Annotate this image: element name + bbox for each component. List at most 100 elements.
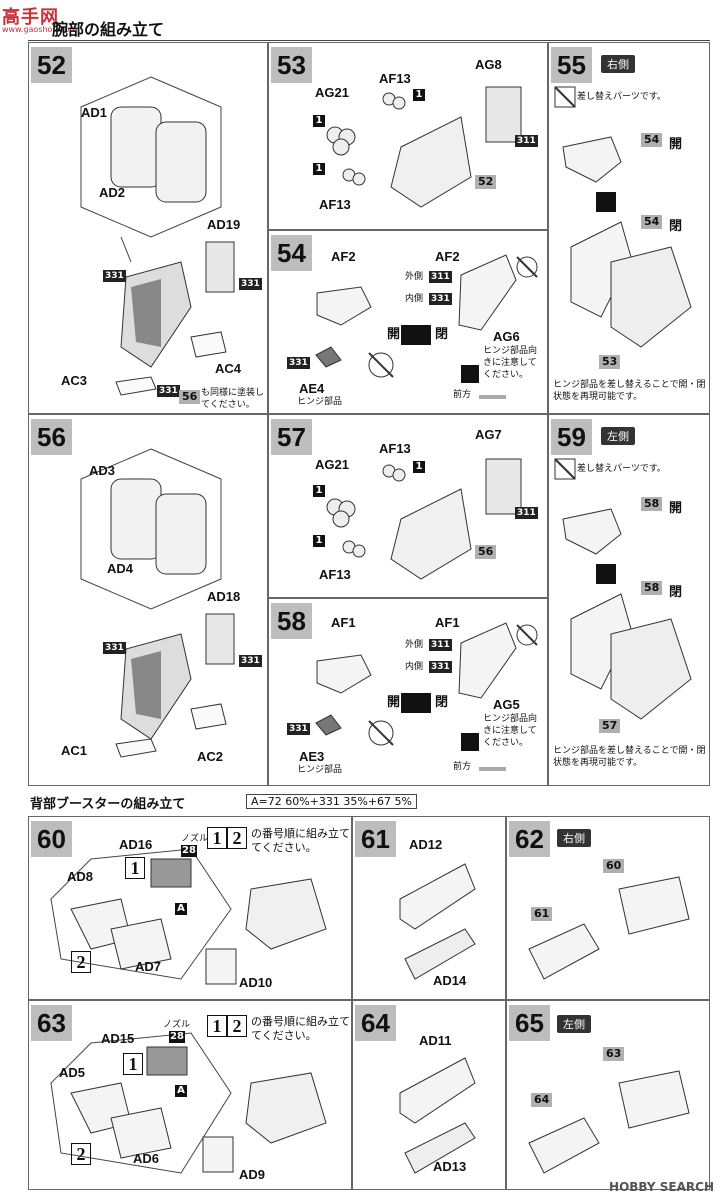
- part-label: AG8: [475, 57, 502, 72]
- part-label: AF13: [379, 71, 411, 86]
- side-badge: 左側: [557, 1015, 591, 1033]
- order-box-2: 2: [227, 827, 247, 849]
- step-number: 58: [271, 603, 312, 639]
- close-label: 閉: [669, 218, 683, 233]
- step-number: 53: [271, 47, 312, 83]
- part-label: AF1: [435, 615, 460, 630]
- part-label: AG5: [493, 697, 520, 712]
- step-63-panel: 63 AD15 ノズル 28 1 2 の番号順に組み立ててください。 1 AD5…: [28, 1000, 352, 1190]
- glue-marker: A: [175, 1085, 187, 1097]
- paint-code: 331: [429, 293, 452, 305]
- open-label: 開: [669, 500, 683, 515]
- part-label: AD16: [119, 837, 153, 852]
- site-logo: 高手网: [2, 7, 59, 28]
- front-label: 前方: [453, 390, 472, 400]
- glue-marker: A: [175, 903, 187, 915]
- open-label: 開: [387, 694, 401, 709]
- step-number: 57: [271, 419, 312, 455]
- replace-note: 差し替えパーツです。: [577, 464, 666, 474]
- part-label: AD13: [433, 1159, 467, 1174]
- step-number: 56: [31, 419, 72, 455]
- step-ref: 54: [641, 133, 663, 147]
- step-52-panel: 52 AD1 AD2 AD19 331 331 331 AC3 AC4 56 も…: [28, 42, 268, 414]
- part-label: AD12: [409, 837, 443, 852]
- step-58-panel: 58 AF1 AF1 外側 311 内側 331 開 閉 AG5 ヒンジ部品向き…: [268, 598, 548, 786]
- part-label: AD14: [433, 973, 467, 988]
- hinge-label: ヒンジ部品: [297, 765, 343, 775]
- part-label: AD11: [419, 1033, 452, 1048]
- nozzle-label: ノズル: [163, 1020, 191, 1030]
- assembly-drawing: [528, 876, 690, 980]
- part-label: AF2: [435, 249, 460, 264]
- paint-code: 311: [429, 271, 452, 283]
- site-watermark: 高手网 www.gaoshou.com: [2, 3, 78, 35]
- side-badge: 右側: [557, 829, 591, 847]
- part-label: AD15: [101, 1031, 135, 1046]
- step-ref: 57: [599, 719, 621, 733]
- step-60-panel: 60 AD16 ノズル 28 1 2 の番号順に組み立ててください。 1 AD8…: [28, 816, 352, 1000]
- step-number: 64: [355, 1005, 396, 1041]
- step-number: 59: [551, 419, 592, 455]
- part-label: AC2: [197, 749, 224, 764]
- step-number: 60: [31, 821, 72, 857]
- step-65-panel: 65 左側 63 64: [506, 1000, 710, 1190]
- step-53-panel: 53 AG21 AF13 AG8 1 1 1 AF13 311 52: [268, 42, 548, 230]
- nozzle-num: 28: [169, 1031, 185, 1043]
- assembly-drawing: [399, 863, 476, 980]
- part-label: AG21: [315, 457, 349, 472]
- paint-code: 331: [287, 357, 310, 369]
- part-label: AD18: [207, 589, 241, 604]
- step-number: 52: [31, 47, 72, 83]
- paint-code: 331: [239, 655, 262, 667]
- step-ref: 63: [603, 1047, 625, 1061]
- paint-code: 331: [239, 278, 262, 290]
- outside-label: 外側: [405, 272, 424, 282]
- step-number: 65: [509, 1005, 550, 1041]
- step-ref: 64: [531, 1093, 553, 1107]
- count-marker: 1: [313, 485, 325, 497]
- part-label: AE3: [299, 749, 325, 764]
- part-label: AD19: [207, 217, 241, 232]
- step-ref: 56: [179, 390, 201, 404]
- hinge-note: ヒンジ部品向きに注意してください。: [483, 714, 538, 748]
- close-label: 閉: [669, 584, 683, 599]
- order-box-2: 2: [71, 1143, 91, 1165]
- step-ref: 60: [603, 859, 625, 873]
- part-label: AG7: [475, 427, 502, 442]
- step-ref: 56: [475, 545, 497, 559]
- section-title: 背部ブースターの組み立て: [30, 797, 186, 812]
- assembly-drawing: [326, 86, 522, 208]
- part-label: AG21: [315, 85, 349, 100]
- count-marker: 1: [413, 89, 425, 101]
- order-box-2: 2: [227, 1015, 247, 1037]
- assembly-drawing: [80, 448, 235, 758]
- part-label: AD3: [89, 463, 116, 478]
- step-62-panel: 62 右側 60 61: [506, 816, 710, 1000]
- part-label: AD6: [133, 1151, 160, 1166]
- part-label: AD9: [239, 1167, 266, 1182]
- assembly-drawing: [554, 458, 692, 720]
- part-label: AC4: [215, 361, 242, 376]
- close-label: 閉: [435, 326, 449, 341]
- assembly-drawing: [315, 622, 538, 771]
- step-57-panel: 57 AG21 AF13 AG7 1 1 1 AF13 311 56: [268, 414, 548, 598]
- paint-code: 331: [103, 642, 126, 654]
- count-marker: 1: [313, 535, 325, 547]
- close-label: 閉: [435, 694, 449, 709]
- part-label: AC3: [61, 373, 88, 388]
- part-label: AF1: [331, 615, 356, 630]
- divider: [28, 40, 710, 41]
- nozzle-label: ノズル: [181, 834, 209, 844]
- part-label: AC1: [61, 743, 88, 758]
- hinge-replace-note: ヒンジ部品を差し替えることで開・閉状態を再現可能です。: [553, 746, 706, 768]
- part-label: AF13: [379, 441, 411, 456]
- outside-label: 外側: [405, 640, 424, 650]
- step-59-panel: 59 左側 差し替えパーツです。 58 開 58 閉 57 ヒンジ部品を差し替え…: [548, 414, 710, 786]
- step-ref: 54: [641, 215, 663, 229]
- order-box-2: 2: [71, 951, 91, 973]
- paint-code: 311: [515, 135, 538, 147]
- hobby-search-logo: HOBBY SEARCH: [609, 1180, 714, 1194]
- site-url: www.gaoshou.com: [2, 25, 78, 34]
- part-label: AE4: [299, 381, 325, 396]
